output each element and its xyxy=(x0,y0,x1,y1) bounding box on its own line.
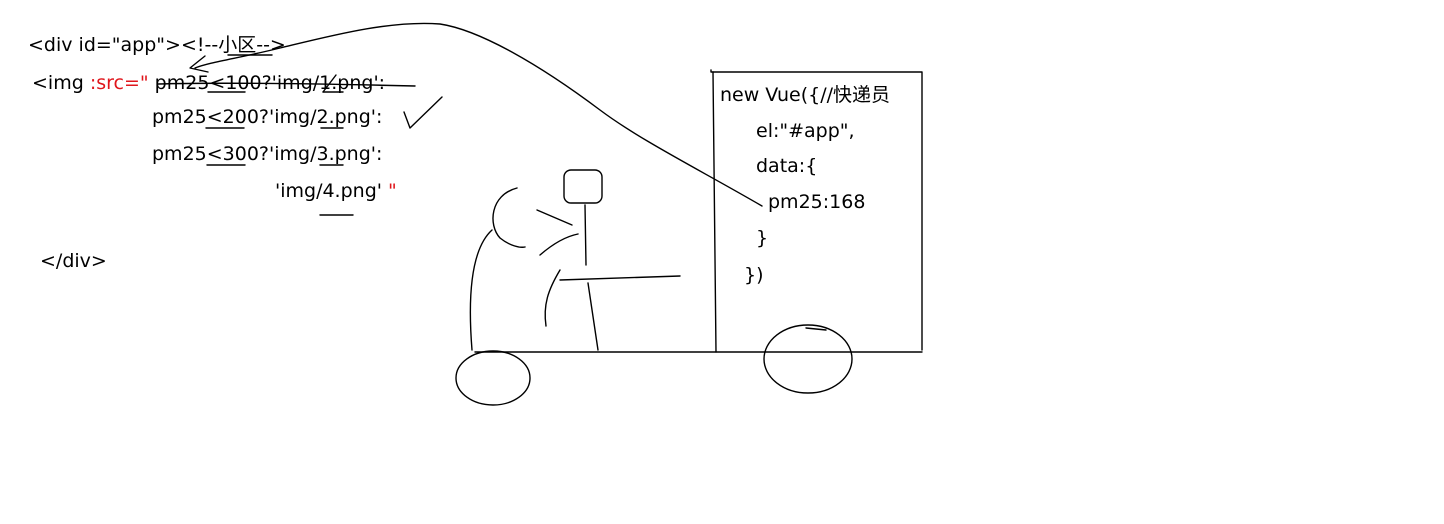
front-wheel xyxy=(455,350,531,406)
driver-neck xyxy=(584,204,587,266)
driver-arm-lower xyxy=(539,233,579,256)
default-image: 'img/4.png' xyxy=(275,180,382,202)
vue-line-2: el:"#app", xyxy=(756,120,855,142)
condition-2: pm25<200?'img/2.png': xyxy=(152,106,383,128)
closing-quote: " xyxy=(382,180,397,202)
driver-leg xyxy=(544,269,561,327)
driver-body xyxy=(469,229,493,351)
vue-line-4: pm25:168 xyxy=(768,191,866,213)
vue-line-6: }) xyxy=(744,264,764,286)
vue-line-5: } xyxy=(756,227,769,249)
wheel-mark xyxy=(805,327,827,331)
src-attribute: :src=" xyxy=(89,72,149,94)
img-tag: <img xyxy=(32,72,90,94)
arrow-head-icon xyxy=(189,55,209,73)
check-mark-icon xyxy=(403,96,443,129)
vue-line-1: new Vue({//快递员 xyxy=(720,84,891,106)
condition-3: pm25<300?'img/3.png': xyxy=(152,143,383,165)
code-line-default: 'img/4.png' " xyxy=(275,180,397,202)
code-line-div-open: <div id="app"><!--小区--> xyxy=(28,34,286,56)
slash-mark xyxy=(322,74,337,93)
driver-back xyxy=(492,187,526,248)
strike-through xyxy=(157,82,416,87)
rear-wheel xyxy=(763,324,853,394)
connector-curve xyxy=(194,22,763,207)
steering-arm xyxy=(559,275,681,281)
truck-cargo-front xyxy=(712,71,717,353)
vue-line-3: data:{ xyxy=(756,155,818,177)
driver-leg-2 xyxy=(587,282,599,351)
truck-cargo-box xyxy=(710,69,923,351)
code-line-div-close: </div> xyxy=(40,250,107,272)
driver-arm xyxy=(536,209,573,226)
driver-head xyxy=(563,169,603,204)
